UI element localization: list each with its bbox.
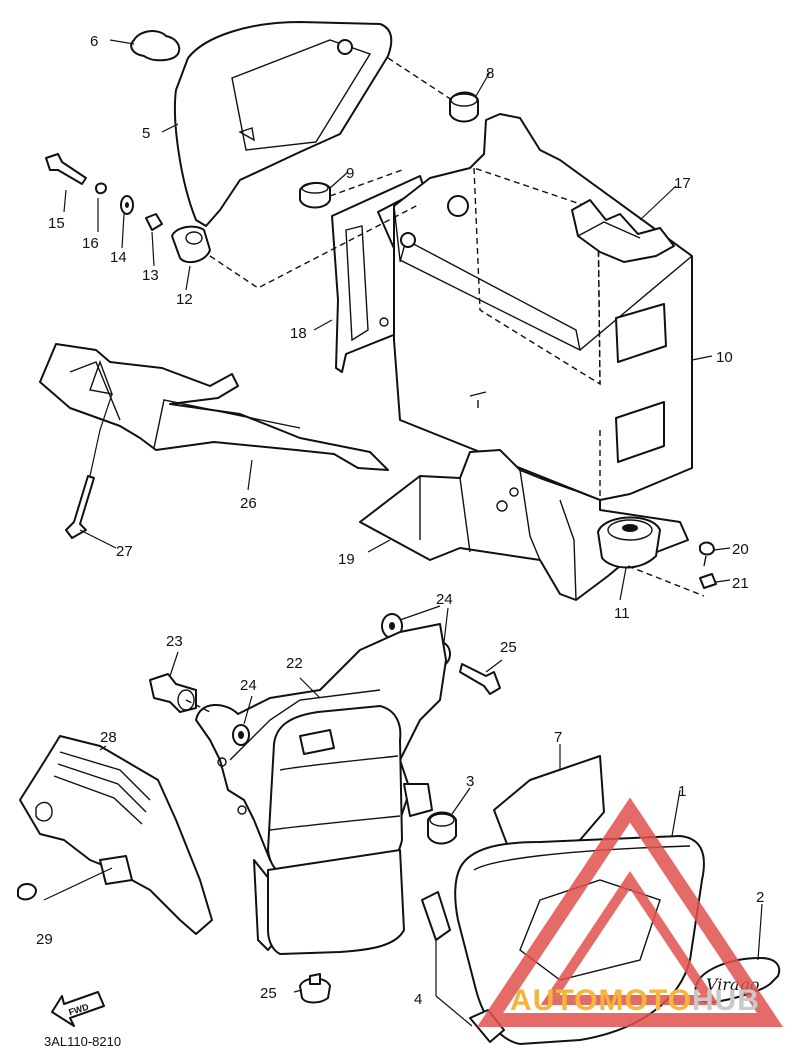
part-25-bolt xyxy=(459,663,501,695)
drawing-code: 3AL110-8210 xyxy=(44,1034,121,1049)
callout-16: 16 xyxy=(82,235,99,252)
callout-9: 9 xyxy=(346,165,354,182)
part-5-upper-side-cover xyxy=(173,21,393,227)
part-6-clip xyxy=(130,30,181,62)
part-11-mount xyxy=(597,516,661,569)
part-1-side-cover xyxy=(454,835,705,1045)
part-17-pad xyxy=(571,199,675,263)
part-14-washer xyxy=(120,195,134,215)
callout-8: 8 xyxy=(486,65,494,82)
callout-17: 17 xyxy=(674,175,691,192)
callout-22: 22 xyxy=(286,655,303,672)
callout-24-top: 24 xyxy=(436,591,453,608)
part-28-bolt xyxy=(65,475,95,539)
callout-10: 10 xyxy=(716,349,733,366)
callout-1: 1 xyxy=(678,783,686,800)
watermark-triangles xyxy=(476,797,784,1027)
callout-27: 26 xyxy=(240,495,257,512)
part-15-bolt xyxy=(45,153,87,185)
part-20-screw xyxy=(699,541,715,567)
part-26-grommet xyxy=(299,973,331,1004)
callout-5: 5 xyxy=(142,125,150,142)
part-3-grommet xyxy=(427,811,457,845)
callout-23: 23 xyxy=(166,633,183,650)
watermark-text: AUTOMOTOHUB xyxy=(470,984,800,1018)
callout-3: 3 xyxy=(466,773,474,790)
callout-24-mid: 24 xyxy=(240,677,257,694)
callout-11: 11 xyxy=(614,605,630,622)
callout-18: 18 xyxy=(290,325,307,342)
fwd-arrow: FWD xyxy=(51,991,105,1027)
watermark-logo xyxy=(476,797,784,1027)
watermark-brand-part1: AUTOMOTO xyxy=(510,984,692,1017)
part-23-collar xyxy=(149,673,197,713)
part-13-collar xyxy=(145,213,163,231)
callout-4: 4 xyxy=(414,991,422,1008)
callout-7: 7 xyxy=(554,729,562,746)
callout-19: 19 xyxy=(338,551,355,568)
watermark-brand-part2: HUB xyxy=(691,984,760,1017)
callout-29: 28 xyxy=(100,729,117,746)
callout-21: 21 xyxy=(732,575,749,592)
callouts: 6 5 8 9 15 16 14 13 12 17 18 10 19 11 20… xyxy=(36,33,764,1049)
part-30-screw xyxy=(17,883,37,901)
callout-20: 20 xyxy=(732,541,749,558)
callout-14: 14 xyxy=(110,249,127,266)
callout-30: 29 xyxy=(36,931,53,948)
callout-13: 13 xyxy=(142,267,159,284)
assembly-guides xyxy=(185,57,705,713)
callout-2: 2 xyxy=(756,889,764,906)
callout-25: 25 xyxy=(500,639,517,656)
part-29-side-panel xyxy=(19,735,213,935)
leader-lines xyxy=(43,39,763,1027)
part-8-grommet xyxy=(449,91,479,123)
part-10-battery-case xyxy=(393,113,693,501)
callout-6: 6 xyxy=(90,33,98,50)
part-21-nut xyxy=(699,573,717,589)
part-9-damper xyxy=(299,182,331,209)
callout-12: 12 xyxy=(176,291,193,308)
callout-15: 15 xyxy=(48,215,65,232)
part-22-air-box xyxy=(195,623,447,955)
part-24-washer-mid xyxy=(232,724,250,746)
part-27-cover-plate xyxy=(39,343,389,471)
callout-26: 25 xyxy=(260,985,277,1002)
part-16-washer xyxy=(95,182,107,195)
callout-28: 27 xyxy=(116,543,133,560)
part-12-grommet xyxy=(171,225,211,264)
